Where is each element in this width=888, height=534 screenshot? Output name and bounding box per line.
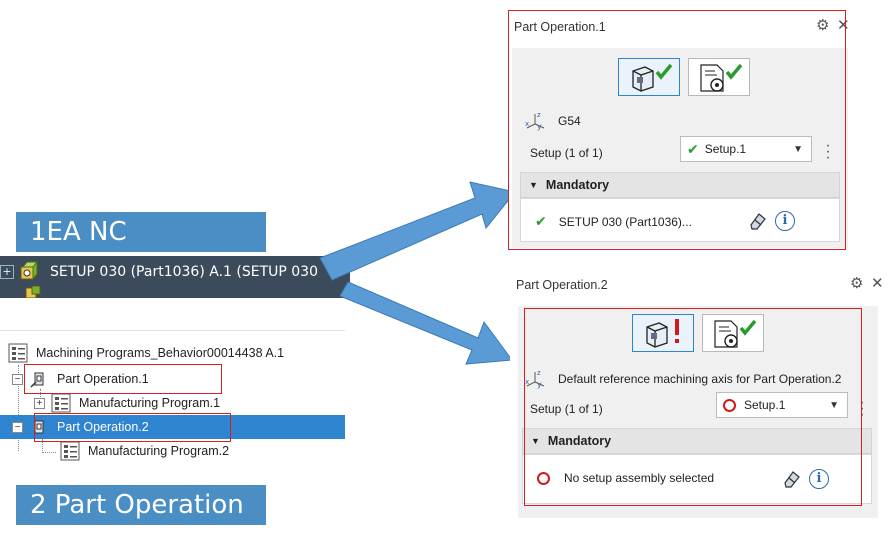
- setup-dropdown-value: Setup.1: [704, 142, 747, 156]
- setup-status-text: No setup assembly selected: [564, 471, 715, 485]
- tree-item-manufacturing-program-1[interactable]: + Manufacturing Program.1: [34, 391, 220, 415]
- tree-item-part-operation-2[interactable]: − Part Operation.2: [0, 415, 345, 439]
- dialog-title: Part Operation.1: [514, 20, 606, 34]
- mandatory-section-header[interactable]: ▼ Mandatory: [522, 428, 872, 454]
- part-ok-icon: [632, 63, 673, 92]
- settings-ok-icon: [714, 319, 757, 348]
- setup-status-row: ✔ SETUP 030 (Part1036)...: [535, 213, 692, 230]
- svg-text:z: z: [537, 369, 541, 377]
- tree-item-label: Manufacturing Program.1: [79, 396, 221, 410]
- expand-icon[interactable]: +: [0, 265, 14, 279]
- section-title: Mandatory: [545, 178, 610, 192]
- settings-tab-button[interactable]: [702, 314, 764, 352]
- part-operation-2-dialog: Part Operation.2 ⚙ ✕ z: [510, 270, 886, 520]
- arrow-to-dialog1: [319, 181, 516, 281]
- nc-assembly-strip: + SETUP 030 (Part1036) A.1 (SETUP 030: [0, 256, 350, 298]
- collapse-icon[interactable]: −: [12, 373, 23, 385]
- tree-item-manufacturing-program-2[interactable]: Manufacturing Program.2: [60, 439, 229, 463]
- mandatory-section-body: No setup assembly selected i: [522, 454, 872, 504]
- manufacturing-program-icon: [51, 393, 71, 413]
- close-icon[interactable]: ✕: [837, 17, 850, 34]
- info-icon[interactable]: i: [775, 211, 795, 231]
- mandatory-section-header[interactable]: ▼ Mandatory: [520, 172, 840, 198]
- setup-dropdown[interactable]: Setup.1 ▼: [716, 392, 848, 418]
- manufacturing-program-icon: [60, 441, 80, 461]
- svg-text:z: z: [537, 111, 541, 119]
- tree-item-part-operation-1[interactable]: − Part Operation.1: [12, 367, 149, 391]
- dialog-body: z x y Default reference machining axis f…: [518, 306, 878, 518]
- dialog-body: z x y G54 Setup (1 of 1) ✔ Setup.1 ▼ ···…: [512, 48, 848, 248]
- program-list-icon: [8, 343, 28, 363]
- axis-row[interactable]: z x y G54: [524, 110, 581, 132]
- expand-icon[interactable]: +: [34, 397, 45, 409]
- svg-text:x: x: [525, 378, 529, 386]
- process-tree: Machining Programs_Behavior00014438 A.1 …: [0, 330, 345, 482]
- gear-icon[interactable]: ⚙: [816, 17, 830, 34]
- gear-icon[interactable]: ⚙: [850, 275, 864, 292]
- dialog-title: Part Operation.2: [516, 278, 608, 292]
- highlight-box-part-operation-1: [24, 364, 222, 394]
- tree-item-label: Part Operation.1: [57, 372, 149, 386]
- assembly-row[interactable]: + SETUP 030 (Part1036) A.1 (SETUP 030: [0, 261, 318, 282]
- chevron-down-icon: ▼: [829, 399, 839, 411]
- collapse-triangle-icon: ▼: [531, 436, 540, 446]
- axis-label: G54: [558, 114, 581, 128]
- settings-ok-icon: [700, 63, 743, 92]
- part-tab-button[interactable]: [618, 58, 680, 96]
- part-tab-button[interactable]: [632, 314, 694, 352]
- setup-dropdown[interactable]: ✔ Setup.1 ▼: [680, 136, 812, 162]
- setup-count-label: Setup (1 of 1): [530, 402, 603, 416]
- info-icon[interactable]: i: [809, 469, 829, 489]
- highlight-box-dialog2: [524, 308, 862, 506]
- setup-count-label: Setup (1 of 1): [530, 146, 603, 160]
- collapse-icon[interactable]: −: [12, 421, 23, 433]
- axis-system-icon: z x y: [525, 111, 545, 131]
- tree-root[interactable]: Machining Programs_Behavior00014438 A.1: [8, 341, 284, 365]
- tree-root-label: Machining Programs_Behavior00014438 A.1: [36, 346, 285, 360]
- eraser-icon[interactable]: [781, 469, 801, 489]
- mandatory-section-body: ✔ SETUP 030 (Part1036)... i: [520, 198, 840, 242]
- part-operation-icon: [34, 420, 44, 434]
- part-operation-1-dialog: Part Operation.1 ⚙ ✕ z x: [508, 10, 854, 250]
- axis-system-icon: z x y: [525, 369, 545, 389]
- part-operation-callout: 2 Part Operation: [16, 485, 266, 525]
- assembly-child-icon: [25, 286, 41, 298]
- arrow-to-dialog2: [339, 281, 513, 365]
- tree-item-label: Part Operation.2: [57, 420, 149, 434]
- check-icon: ✔: [535, 213, 547, 229]
- part-error-icon: [646, 319, 679, 348]
- connector-arrows: [319, 181, 516, 365]
- axis-label: Default reference machining axis for Par…: [558, 372, 842, 386]
- collapse-triangle-icon: ▼: [529, 180, 538, 190]
- section-title: Mandatory: [547, 434, 612, 448]
- part-operation-icon: [30, 372, 44, 388]
- red-ring-icon: [537, 471, 550, 485]
- tree-item-label: Manufacturing Program.2: [88, 444, 230, 458]
- nc-assembly-callout: 1EA NC Assembly: [16, 212, 266, 287]
- assembly-icon: [20, 261, 39, 281]
- svg-text:x: x: [525, 120, 529, 128]
- highlight-box-part-operation-2: [34, 413, 231, 442]
- close-icon[interactable]: ✕: [871, 275, 884, 292]
- check-icon: ✔: [687, 140, 699, 157]
- settings-tab-button[interactable]: [688, 58, 750, 96]
- axis-row[interactable]: z x y Default reference machining axis f…: [524, 368, 841, 390]
- eraser-icon[interactable]: [747, 211, 767, 231]
- highlight-box-dialog1: [508, 10, 846, 250]
- red-ring-icon: [723, 398, 736, 412]
- assembly-label: SETUP 030 (Part1036) A.1 (SETUP 030: [50, 264, 318, 280]
- setup-status-row: No setup assembly selected: [537, 471, 714, 485]
- chevron-down-icon: ▼: [793, 143, 803, 155]
- setup-status-text: SETUP 030 (Part1036)...: [558, 214, 692, 229]
- more-options-icon[interactable]: ···: [825, 137, 831, 166]
- setup-dropdown-value: Setup.1: [744, 398, 786, 412]
